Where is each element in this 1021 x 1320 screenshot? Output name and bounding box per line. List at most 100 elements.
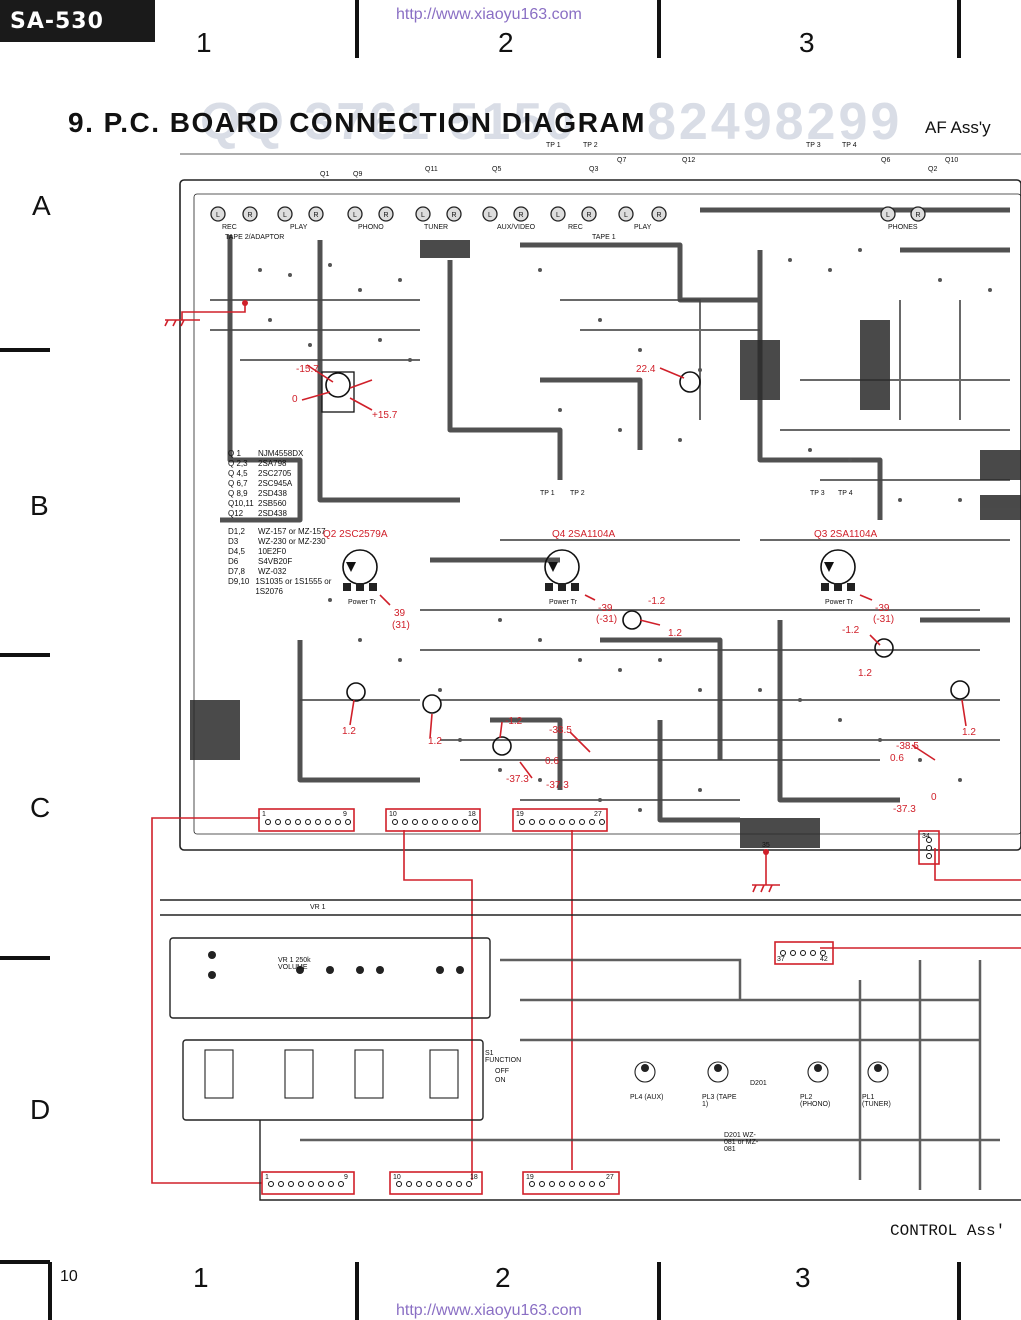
- parts-value: 2SC2705: [258, 469, 292, 478]
- column-marker-3: 3: [799, 27, 815, 58]
- connector-pin-label: 18: [468, 811, 476, 818]
- board-label-tp1: TP 1: [546, 142, 561, 149]
- jack-label-aux: AUX/VIDEO: [497, 224, 536, 231]
- svg-text:L: L: [421, 212, 425, 219]
- voltage-label: -1.2: [648, 596, 666, 607]
- voltage-label: 22.4: [636, 364, 656, 375]
- voltage-label: -1.2: [842, 625, 860, 636]
- power-tr-part: 2SA1104A: [568, 529, 616, 540]
- parts-value: 1S1035 or 1S1555 or 1S2076: [255, 577, 332, 596]
- control-label-off: OFF: [495, 1068, 509, 1075]
- power-tr-part: 2SC2579A: [339, 529, 388, 540]
- jack-label-phono: PHONO: [358, 224, 384, 231]
- jack-label-rec: REC: [222, 224, 237, 231]
- board-label-q7: Q7: [617, 157, 627, 164]
- svg-text:R: R: [383, 212, 388, 219]
- svg-text:R: R: [656, 212, 661, 219]
- connector-pin-label: 19: [526, 1174, 534, 1181]
- voltage-label: (31): [392, 620, 410, 631]
- connector-pin-label: 37: [777, 956, 785, 963]
- svg-text:R: R: [451, 212, 456, 219]
- parts-value: WZ-230 or MZ-230: [258, 537, 326, 546]
- svg-text:L: L: [886, 212, 890, 219]
- connector-pin-label: 42: [820, 956, 828, 963]
- board-label-q2: Q2: [928, 166, 938, 173]
- parts-value: 10E2F0: [258, 547, 287, 556]
- control-label-pl4: PL4 (AUX): [630, 1094, 664, 1101]
- voltage-label: 0: [292, 394, 298, 405]
- voltage-label: -37.3: [546, 780, 569, 791]
- row-marker-c: C: [30, 792, 51, 823]
- power-tr-ref: Q3: [814, 529, 828, 540]
- source-url-top[interactable]: http://www.xiaoyu163.com: [396, 6, 582, 23]
- voltage-label: -37.3: [893, 804, 916, 815]
- svg-text:L: L: [488, 212, 492, 219]
- voltage-label: 1.2: [428, 736, 442, 747]
- power-tr-q3: Q3 2SA1104A: [814, 529, 877, 540]
- control-label-d201: D201: [750, 1080, 767, 1087]
- voltage-label: -1.2: [505, 716, 523, 727]
- control-label-on: ON: [495, 1077, 506, 1084]
- page-title: 9. P.C. BOARD CONNECTION DIAGRAM: [68, 107, 646, 138]
- power-tr-caption: Power Tr: [348, 599, 377, 606]
- svg-text:R: R: [915, 212, 920, 219]
- connector-pin-label: 1: [262, 811, 266, 818]
- column-marker-2: 2: [498, 27, 514, 58]
- parts-value: 2SB560: [258, 499, 287, 508]
- board-label-q1: Q1: [320, 171, 330, 178]
- svg-text:R: R: [518, 212, 523, 219]
- parts-row: D4,5 10E2F0: [228, 547, 348, 557]
- parts-value: WZ-032: [258, 567, 287, 576]
- parts-row: Q 4,5 2SC2705: [228, 469, 348, 479]
- parts-ref: D3: [228, 537, 239, 546]
- svg-text:R: R: [313, 212, 318, 219]
- ground-point-label: 34: [922, 833, 930, 840]
- tp-label-2: TP 2: [570, 490, 585, 497]
- connector-pin-label: 27: [594, 811, 602, 818]
- column-marker-2-bottom: 2: [495, 1262, 511, 1293]
- voltage-label: 0.6: [545, 756, 559, 767]
- control-label-vr1: VR 1: [310, 904, 326, 911]
- parts-ref: Q 1: [228, 449, 241, 458]
- control-label-volume: VR 1 250k VOLUME: [278, 957, 311, 971]
- jack-label-rec-2: REC: [568, 224, 583, 231]
- parts-ref: Q12: [228, 509, 244, 518]
- power-tr-caption: Power Tr: [549, 599, 578, 606]
- board-label-q12: Q12: [682, 157, 696, 164]
- connector-pin-label: 19: [516, 811, 524, 818]
- board-label-tp3: TP 3: [806, 142, 821, 149]
- tp-label-4: TP 4: [838, 490, 853, 497]
- control-label-pl3: PL3 (TAPE 1): [702, 1094, 737, 1108]
- column-marker-1-bottom: 1: [193, 1262, 209, 1293]
- parts-ref: Q 4,5: [228, 469, 248, 478]
- board-label-q3: Q3: [589, 166, 599, 173]
- control-assy-label: CONTROL Ass': [890, 1222, 1006, 1240]
- connector-pin-label: 10: [393, 1174, 401, 1181]
- board-label-tp4: TP 4: [842, 142, 857, 149]
- column-marker-3-bottom: 3: [795, 1262, 811, 1293]
- source-url-bottom[interactable]: http://www.xiaoyu163.com: [396, 1302, 582, 1319]
- parts-value: 2SA798: [258, 459, 287, 468]
- watermark-code: QQ 3761 5150 82498299: [200, 93, 903, 151]
- power-tr-ref: Q2: [323, 529, 337, 540]
- svg-text:L: L: [283, 212, 287, 219]
- voltage-label: -39: [875, 603, 890, 614]
- svg-text:L: L: [556, 212, 560, 219]
- connector-pin-label: 27: [606, 1174, 614, 1181]
- parts-row: Q 8,9 2SD438: [228, 489, 348, 499]
- board-label-q9: Q9: [353, 171, 363, 178]
- parts-ref: Q 8,9: [228, 489, 248, 498]
- control-label-function: S1 FUNCTION: [485, 1050, 522, 1064]
- voltage-label: 1.2: [962, 727, 976, 738]
- parts-ref: D4,5: [228, 547, 245, 556]
- parts-value: 2SD438: [258, 489, 287, 498]
- jack-label-phones: PHONES: [888, 224, 918, 231]
- parts-ref: D1,2: [228, 527, 245, 536]
- voltage-label: 0: [931, 792, 937, 803]
- board-label-q11: Q11: [425, 166, 438, 173]
